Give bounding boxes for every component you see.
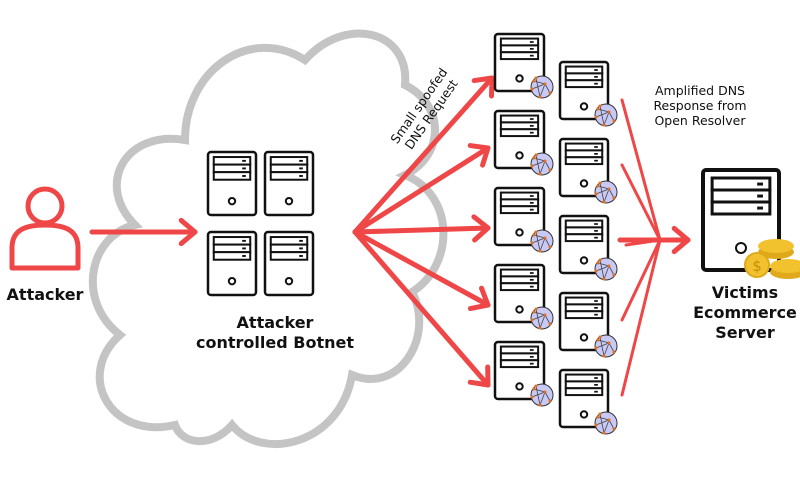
resolver-server-icon xyxy=(558,137,618,204)
user-icon xyxy=(9,186,81,271)
response-line xyxy=(620,238,662,322)
svg-text:$: $ xyxy=(752,257,762,275)
attacker-arrow xyxy=(89,217,198,247)
response-label: Amplified DNS Response from Open Resolve… xyxy=(640,83,760,128)
globe-icon xyxy=(594,334,618,358)
botnet-label: Attacker controlled Botnet xyxy=(190,313,360,353)
resolver-server-icon xyxy=(558,214,618,281)
botnet-label-line1: Attacker xyxy=(236,313,314,332)
globe-icon xyxy=(594,411,618,435)
globe-icon xyxy=(594,103,618,127)
response-line xyxy=(620,98,662,242)
globe-icon xyxy=(530,152,554,176)
botnet-server-icon xyxy=(263,230,315,297)
request-arrow xyxy=(352,75,495,235)
globe-icon xyxy=(530,75,554,99)
request-arrow xyxy=(352,229,491,312)
response-line xyxy=(620,163,662,242)
response-label-line3: Open Resolver xyxy=(654,113,746,128)
response-label-line2: Response from xyxy=(653,98,747,113)
globe-icon xyxy=(530,229,554,253)
response-label-line1: Amplified DNS xyxy=(655,83,745,98)
resolver-server-icon xyxy=(493,109,554,176)
victim-label: Victims Ecommerce Server xyxy=(690,283,800,343)
botnet-server-icon xyxy=(206,230,258,297)
botnet-server-icon xyxy=(206,150,258,217)
response-arrow xyxy=(617,225,691,255)
request-arrow xyxy=(352,214,491,243)
victim-label-line3: Server xyxy=(715,323,775,342)
attacker-label: Attacker xyxy=(6,285,84,304)
botnet-cloud xyxy=(88,29,448,449)
resolver-server-icon xyxy=(558,291,618,358)
resolver-server-icon xyxy=(558,60,618,127)
resolver-server-icon xyxy=(493,186,554,253)
botnet-label-line2: controlled Botnet xyxy=(196,333,354,352)
request-arrow xyxy=(352,143,491,235)
victim-label-line1: Victims xyxy=(711,283,779,302)
victim-label-line2: Ecommerce xyxy=(693,303,797,322)
botnet-server-icon xyxy=(263,150,315,217)
globe-icon xyxy=(594,180,618,204)
coin-stack-icon: $ xyxy=(744,239,800,279)
response-line xyxy=(620,238,662,397)
globe-icon xyxy=(594,257,618,281)
resolver-server-icon xyxy=(493,340,554,407)
globe-icon xyxy=(530,383,554,407)
resolver-server-icon xyxy=(558,368,618,435)
resolver-server-icon xyxy=(493,263,554,330)
resolver-server-icon xyxy=(493,32,554,99)
globe-icon xyxy=(530,306,554,330)
request-arrow xyxy=(352,229,491,388)
